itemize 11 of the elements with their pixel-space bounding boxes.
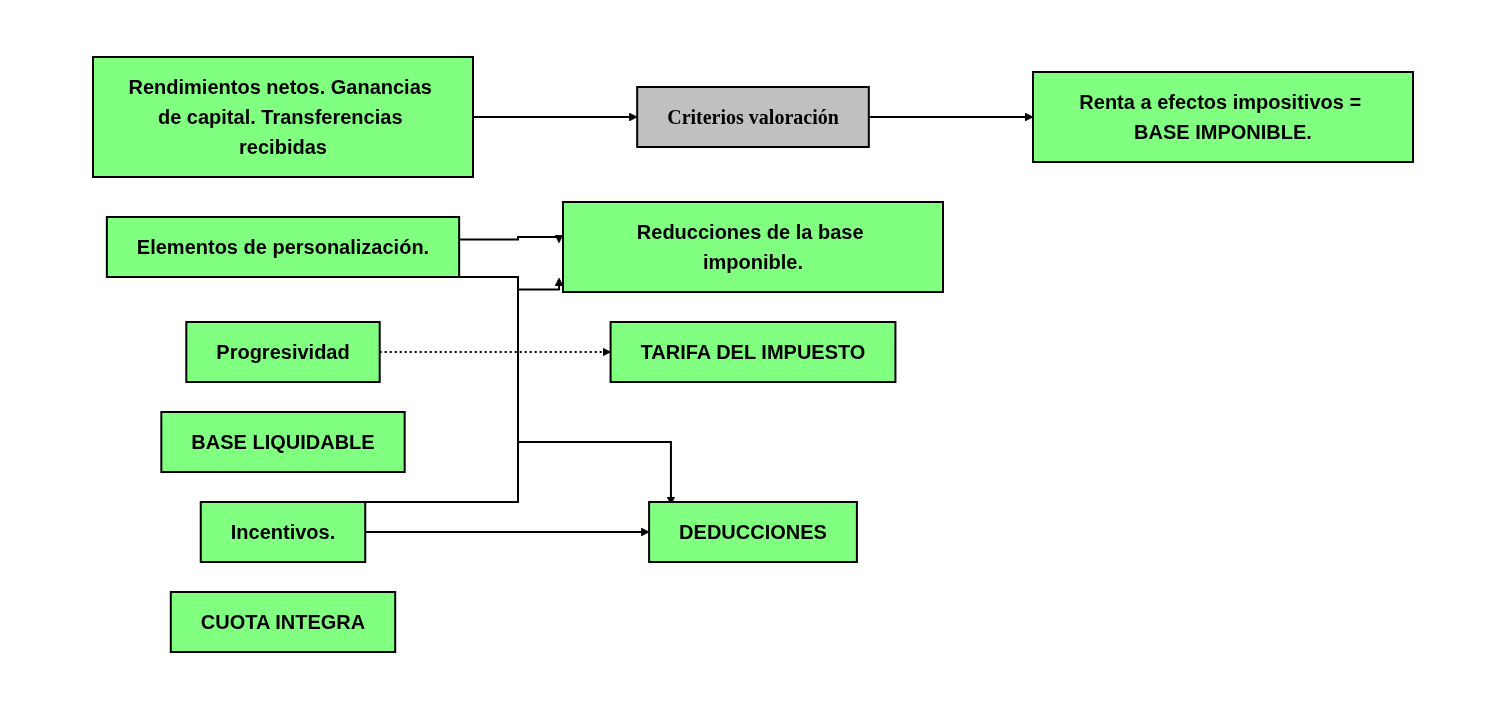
node-box: Renta a efectos impositivos = BASE IMPONIBLE. — [1031, 71, 1414, 163]
node-box: Progresividad — [184, 321, 381, 383]
node-box: BASE LIQUIDABLE — [159, 411, 406, 473]
node-box: TARIFA DEL IMPUESTO — [609, 321, 896, 383]
node-box: CUOTA INTEGRA — [169, 591, 396, 653]
node-box: DEDUCCIONES — [647, 501, 858, 563]
node-box: Incentivos. — [199, 501, 366, 563]
node-box: Criterios valoración — [635, 86, 870, 148]
node-box: Rendimientos netos. Ganancias de capital. Transferencias recibidas — [91, 56, 474, 178]
node-box: Elementos de personalización. — [105, 216, 460, 278]
node-box: Reducciones de la base imponible. — [561, 201, 944, 293]
